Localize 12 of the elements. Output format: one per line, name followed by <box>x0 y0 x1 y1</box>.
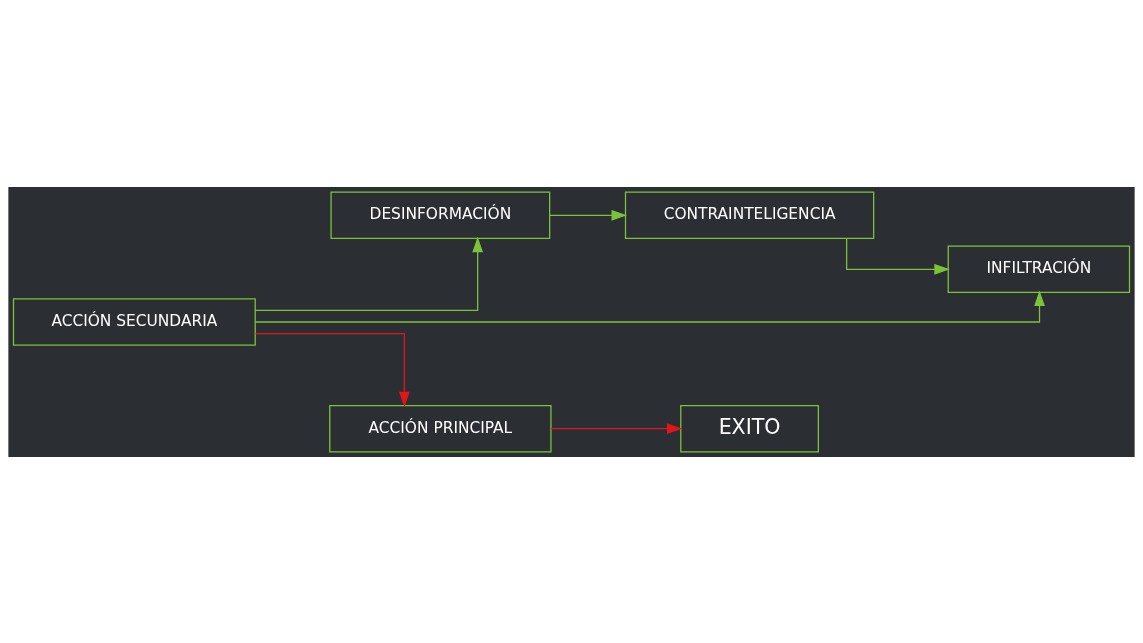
node-box: ACCIÓN PRINCIPAL <box>329 404 552 452</box>
arrow <box>846 237 950 275</box>
arrow <box>254 236 484 311</box>
node-box: INFILTRACIÓN <box>947 245 1131 293</box>
node-box: ACCIÓN SECUNDARIA <box>12 297 256 346</box>
arrow <box>254 332 410 407</box>
arrow <box>549 209 627 221</box>
node-box: EXITO <box>680 404 819 452</box>
arrow <box>550 422 683 434</box>
node-box: CONTRAINTELIGENCIA <box>624 191 875 239</box>
arrow <box>254 290 1045 323</box>
node-box: DESINFORMACIÓN <box>330 191 551 239</box>
